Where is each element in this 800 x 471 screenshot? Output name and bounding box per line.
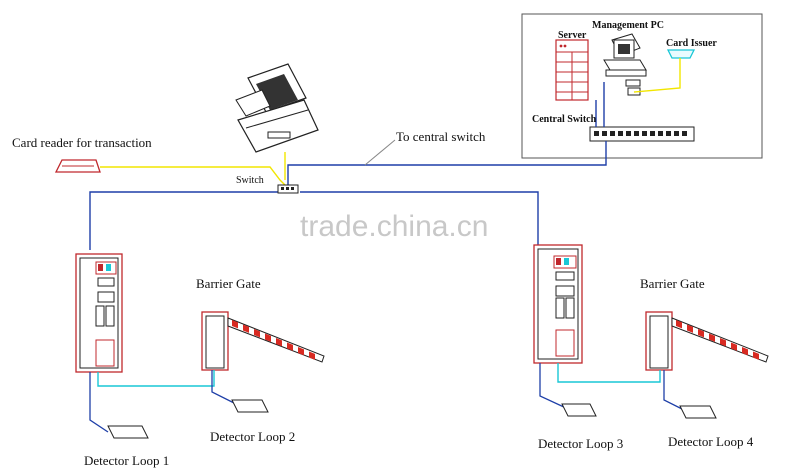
card-issuer-label: Card Issuer — [666, 38, 717, 49]
detector-loop-3-label: Detector Loop 3 — [538, 436, 623, 451]
switch-label: Switch — [236, 175, 264, 186]
barrier-arm-stripe — [298, 347, 304, 356]
ticket-dispenser-right — [533, 244, 583, 364]
barrier-gate-right-label: Barrier Gate — [640, 276, 705, 291]
barrier-arm-stripe — [276, 338, 282, 347]
barrier-arm-stripe — [698, 329, 704, 338]
workstation-pc-icon — [235, 63, 319, 153]
switch-port — [674, 131, 679, 136]
switch-port — [618, 131, 623, 136]
barrier-arm-stripe — [687, 324, 693, 333]
card-reader-icon — [54, 159, 101, 173]
switch-port — [682, 131, 687, 136]
management-pc-label: Management PC — [592, 20, 664, 31]
local-switch-icon — [277, 184, 299, 194]
server-label: Server — [558, 30, 587, 41]
detector-loop-4 — [679, 405, 717, 419]
watermark: trade.china.cn — [300, 210, 488, 243]
barrier-arm-stripe — [287, 342, 293, 351]
switch-port — [658, 131, 663, 136]
switch-port — [594, 131, 599, 136]
switch-port — [666, 131, 671, 136]
detector-loop-2 — [231, 399, 269, 413]
barrier-arm-stripe — [753, 351, 759, 360]
switch-port — [602, 131, 607, 136]
barrier-gate-left-label: Barrier Gate — [196, 276, 261, 291]
barrier-arm-stripe — [720, 338, 726, 347]
barrier-gate-right — [645, 311, 769, 371]
switch-port — [634, 131, 639, 136]
management-pc-icon — [603, 33, 647, 96]
server-rack — [555, 39, 589, 101]
switch-port — [642, 131, 647, 136]
detector-loop-1-label: Detector Loop 1 — [84, 453, 169, 468]
to-central-switch-label: To central switch — [396, 129, 486, 144]
barrier-arm-stripe — [243, 324, 249, 333]
barrier-arm-stripe — [676, 320, 682, 329]
barrier-arm-stripe — [232, 320, 238, 329]
detector-loop-4-label: Detector Loop 4 — [668, 434, 754, 449]
barrier-arm-stripe — [265, 333, 271, 342]
barrier-arm-stripe — [731, 342, 737, 351]
barrier-arm-stripe — [254, 329, 260, 338]
switch-port — [626, 131, 631, 136]
detector-loop-3 — [561, 403, 597, 417]
barrier-gate-left — [201, 311, 325, 371]
barrier-arm-stripe — [309, 351, 315, 360]
barrier-arm-stripe — [709, 333, 715, 342]
detector-loop-1 — [107, 425, 149, 439]
management-room-frame — [521, 13, 763, 159]
central-switch-label: Central Switch — [532, 114, 597, 125]
detector-loop-2-label: Detector Loop 2 — [210, 429, 295, 444]
switch-port — [650, 131, 655, 136]
card-reader-label: Card reader for transaction — [12, 135, 152, 150]
barrier-arm-stripe — [742, 347, 748, 356]
switch-port — [610, 131, 615, 136]
ticket-dispenser-left — [75, 253, 123, 373]
card-issuer-icon — [666, 49, 696, 59]
